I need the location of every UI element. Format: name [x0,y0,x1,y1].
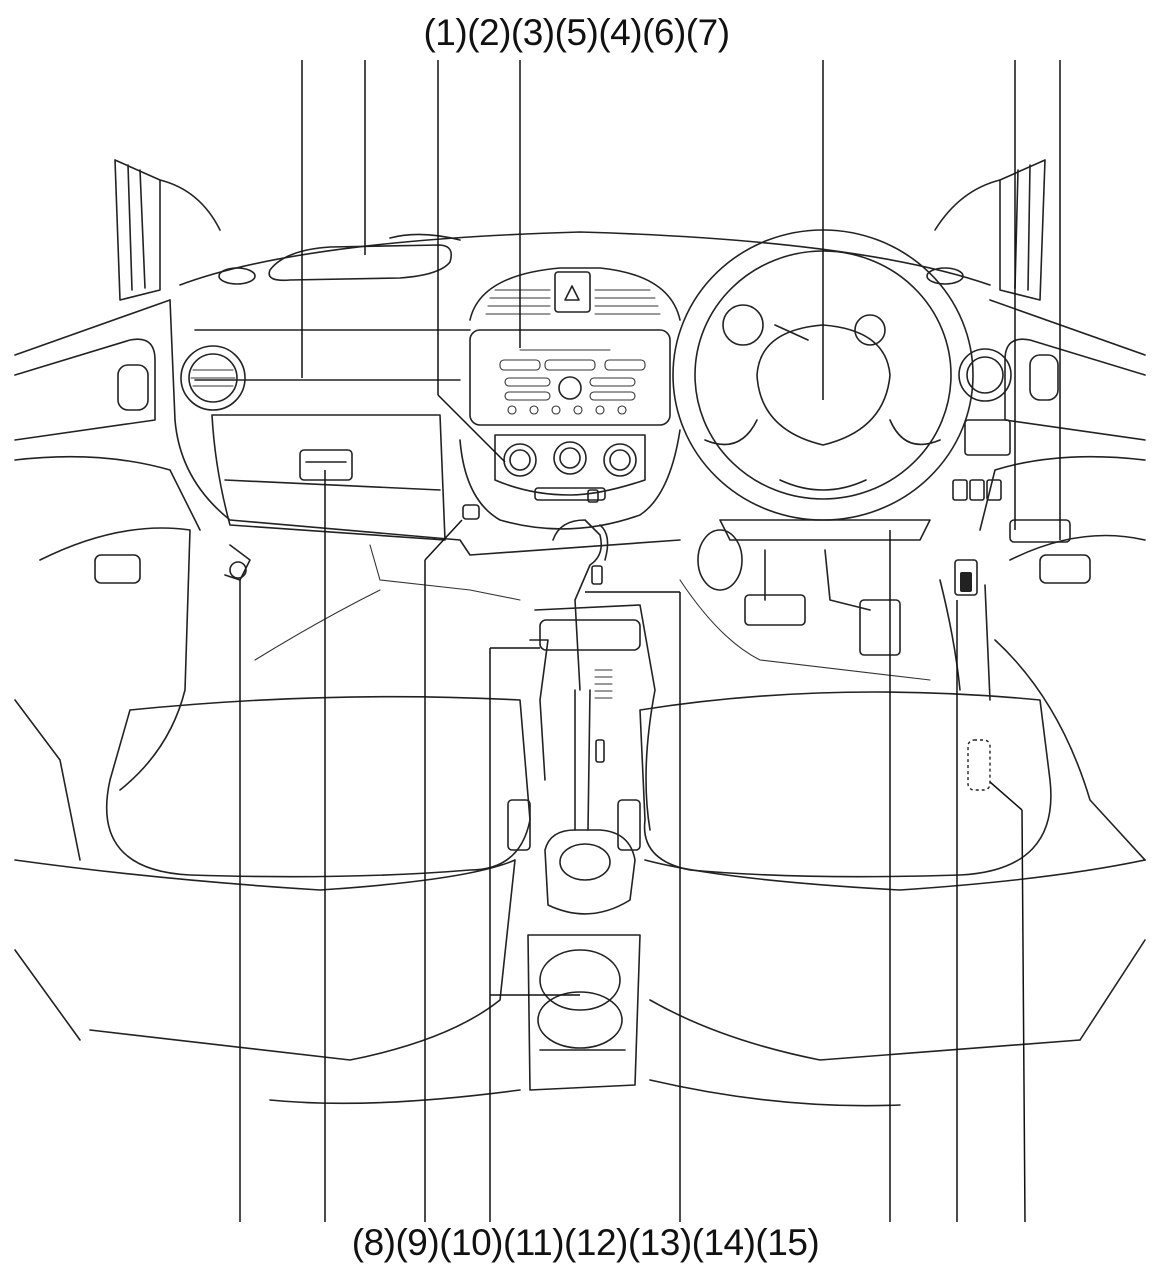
left-a-pillar [114,159,221,301]
pedals [697,529,901,656]
right-switch-panel [952,419,1011,501]
left-seat [14,695,531,1105]
gear-lever [552,519,609,831]
right-door-panel [979,299,1146,861]
left-door-panel [14,299,201,861]
climate-control-panel [459,429,681,530]
left-lower-lever [224,544,251,581]
glove-box [211,414,480,541]
centre-console [507,604,656,1091]
floor [254,544,931,681]
top-callout-labels: (1)(2)(3)(5)(4)(6)(7) [423,12,730,53]
bonnet-release-lever [939,559,991,701]
center-vents [469,267,681,321]
audio-unit [469,329,671,426]
right-a-pillar [934,159,1046,301]
dashboard [169,231,1012,556]
bottom-leader-lines [239,470,1026,1223]
top-leader-lines [301,60,1061,540]
right-seat [639,691,1146,1107]
bottom-callout-labels: (8)(9)(10)(11)(12)(13)(14)(15) [351,1222,820,1263]
